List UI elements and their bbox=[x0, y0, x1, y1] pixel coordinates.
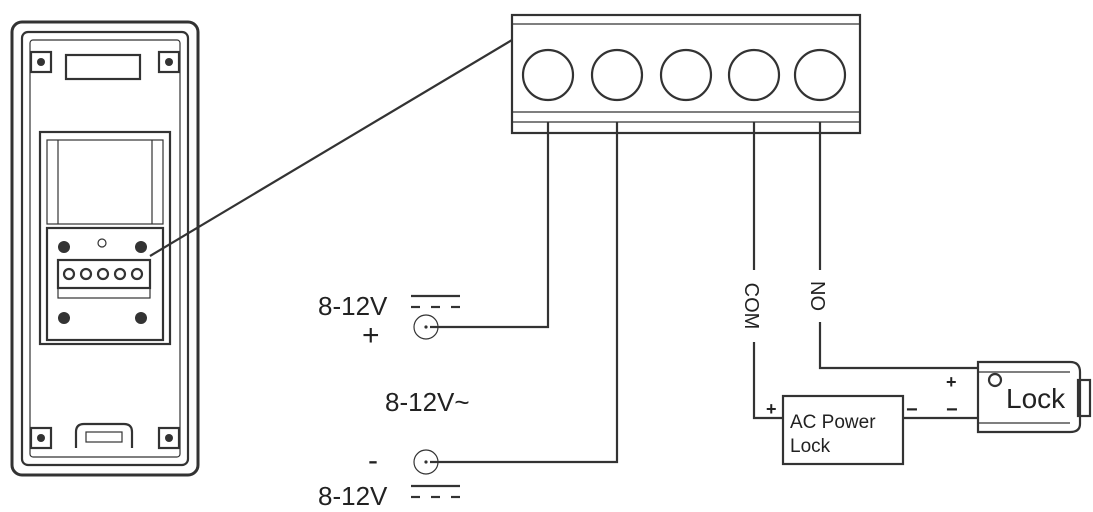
device-back-panel bbox=[10, 20, 200, 477]
com-label: COM bbox=[740, 283, 762, 330]
terminal-screw-3 bbox=[659, 48, 713, 102]
minus-label: - bbox=[368, 444, 378, 477]
no-label: NO bbox=[806, 281, 828, 311]
mini-terminal-block bbox=[56, 258, 152, 299]
terminal-screw-2 bbox=[590, 48, 644, 102]
wire-no-lower bbox=[818, 322, 978, 370]
screw-icon bbox=[157, 426, 181, 450]
screw-icon bbox=[157, 50, 181, 74]
terminal-screw-5 bbox=[793, 48, 847, 102]
ac-lock-plus-sign: + bbox=[766, 399, 777, 419]
screw-icon bbox=[29, 50, 53, 74]
terminal-screw-1 bbox=[521, 48, 575, 102]
dc-symbol-icon bbox=[411, 294, 460, 309]
lock-indicator-icon bbox=[987, 372, 1003, 388]
ac-voltage-label: 8-12V~ bbox=[385, 387, 470, 417]
power-terminal-plus bbox=[413, 314, 439, 340]
lock-device: Lock + − bbox=[946, 360, 1092, 434]
zoom-leader-line bbox=[149, 39, 513, 257]
dc-symbol-icon bbox=[411, 484, 460, 499]
power-terminal-minus bbox=[413, 449, 439, 475]
plus-label: + bbox=[362, 319, 380, 352]
terminal-block-enlarged bbox=[510, 13, 862, 135]
screw-icon bbox=[29, 426, 53, 450]
dc-voltage-label-bottom: 8-12V bbox=[318, 481, 388, 511]
wire-power-minus bbox=[430, 122, 619, 464]
ac-power-lock-box: AC Power Lock + − bbox=[766, 394, 918, 466]
lock-label: Lock bbox=[1006, 383, 1066, 414]
wire-power-plus bbox=[430, 122, 550, 329]
wire-com-lower bbox=[752, 342, 783, 420]
ac-lock-minus-sign: − bbox=[906, 399, 918, 421]
ac-power-lock-label-line1: AC Power bbox=[790, 412, 876, 433]
terminal-screw-4 bbox=[727, 48, 781, 102]
lock-plus-sign: + bbox=[946, 372, 957, 392]
ac-power-lock-label-line2: Lock bbox=[790, 436, 831, 457]
dc-voltage-label-top: 8-12V bbox=[318, 291, 388, 321]
lock-minus-sign: − bbox=[946, 399, 958, 421]
